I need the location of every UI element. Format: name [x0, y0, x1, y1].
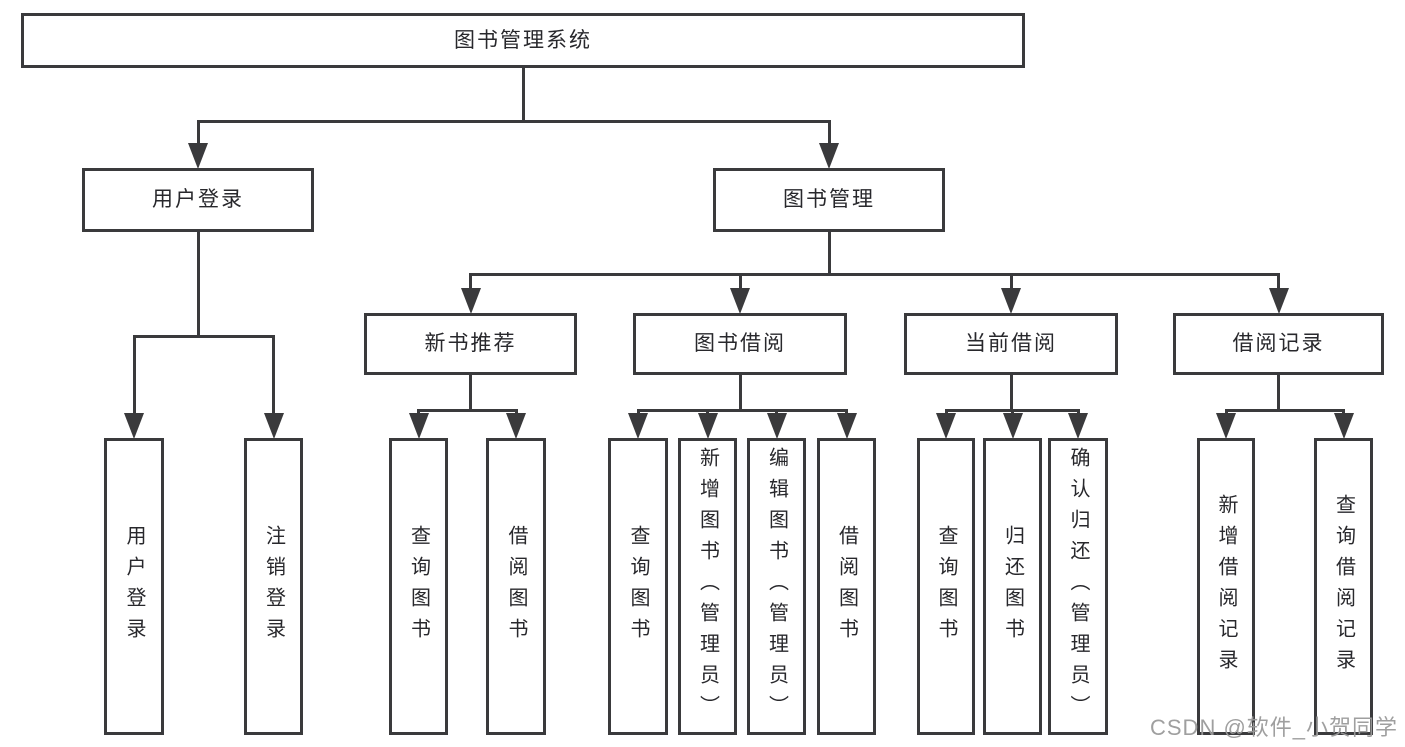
- arrow-down-icon-leaf-edit-book: [766, 413, 787, 439]
- node-borrow-record: 借阅记录: [1173, 313, 1384, 375]
- node-leaf-logout: 注销登录: [244, 438, 303, 735]
- connector-stub-leaf-query-2: [636, 409, 640, 416]
- node-label-user-login: 用户登录: [152, 188, 244, 212]
- arrow-down-icon-leaf-add-book: [697, 413, 718, 439]
- connector-stub-new-book: [469, 273, 472, 291]
- node-label-leaf-query-2: 查询图书: [627, 524, 649, 649]
- connector-stub-user-login: [196, 120, 200, 146]
- node-leaf-borrow-1: 借阅图书: [486, 438, 546, 735]
- node-label-leaf-logout: 注销登录: [262, 524, 285, 649]
- connector-drop-user-login: [196, 232, 200, 338]
- connector-stub-leaf-add-rec: [1224, 409, 1228, 416]
- connector-stub-leaf-login: [132, 335, 136, 416]
- arrow-down-icon-leaf-borrow-1: [506, 413, 526, 439]
- csdn-watermark: CSDN @软件_小贺同学: [1150, 715, 1399, 740]
- node-new-book: 新书推荐: [364, 313, 577, 375]
- connector-stub-current-borrow: [1009, 273, 1013, 291]
- node-label-leaf-borrow-2: 借阅图书: [835, 524, 858, 649]
- connector-bar-user-login: [132, 335, 275, 338]
- node-label-borrow-record: 借阅记录: [1232, 332, 1325, 356]
- arrow-down-icon-new-book: [460, 288, 481, 314]
- node-label-new-book: 新书推荐: [424, 332, 517, 356]
- connector-stub-leaf-query-rec: [1342, 409, 1345, 416]
- node-leaf-confirm: 确认归还（管理员）: [1048, 438, 1108, 735]
- connector-drop-root: [521, 68, 525, 123]
- arrow-down-icon-leaf-borrow-2: [836, 413, 857, 439]
- arrow-down-icon-borrow-record: [1268, 288, 1289, 314]
- node-label-leaf-return: 归还图书: [1001, 524, 1024, 649]
- connector-drop-new-book: [469, 375, 472, 412]
- node-leaf-edit-book: 编辑图书（管理员）: [747, 438, 806, 735]
- node-leaf-query-2: 查询图书: [608, 438, 668, 735]
- connector-drop-book-borrow: [738, 375, 742, 412]
- arrow-down-icon-leaf-add-rec: [1216, 413, 1236, 439]
- arrow-down-icon-book-mgmt: [819, 143, 839, 169]
- node-label-root: 图书管理系统: [454, 28, 592, 52]
- connector-stub-book-borrow: [738, 273, 742, 291]
- connector-stub-leaf-edit-book: [775, 409, 778, 416]
- arrow-down-icon-leaf-login: [124, 413, 144, 439]
- arrow-down-icon-leaf-query-1: [408, 413, 429, 439]
- node-label-leaf-borrow-1: 借阅图书: [505, 524, 527, 649]
- arrow-down-icon-leaf-query-rec: [1333, 413, 1354, 439]
- node-label-leaf-add-rec: 新增借阅记录: [1215, 493, 1237, 680]
- node-book-borrow: 图书借阅: [633, 313, 847, 375]
- connector-bar-borrow-record: [1224, 409, 1345, 412]
- node-label-current-borrow: 当前借阅: [965, 332, 1057, 356]
- connector-stub-leaf-query-3: [944, 409, 948, 416]
- connector-bar-new-book: [417, 409, 518, 412]
- node-current-borrow: 当前借阅: [904, 313, 1118, 375]
- connector-stub-leaf-borrow-2: [845, 409, 848, 416]
- node-user-login: 用户登录: [82, 168, 314, 232]
- connector-bar-book-mgmt: [469, 273, 1280, 276]
- node-leaf-add-rec: 新增借阅记录: [1197, 438, 1255, 735]
- connector-stub-leaf-return: [1011, 409, 1014, 416]
- node-label-leaf-add-book: 新增图书（管理员）: [696, 447, 719, 726]
- connector-stub-leaf-confirm: [1076, 409, 1080, 416]
- connector-drop-current-borrow: [1009, 375, 1013, 412]
- node-leaf-query-rec: 查询借阅记录: [1314, 438, 1373, 735]
- node-label-leaf-edit-book: 编辑图书（管理员）: [765, 447, 788, 726]
- node-label-leaf-query-rec: 查询借阅记录: [1332, 493, 1355, 680]
- connector-stub-leaf-add-book: [706, 409, 709, 416]
- connector-stub-leaf-borrow-1: [514, 409, 518, 416]
- connector-stub-borrow-record: [1277, 273, 1280, 291]
- node-label-leaf-login: 用户登录: [123, 524, 145, 649]
- connector-bar-root: [196, 120, 831, 123]
- arrow-down-icon-leaf-query-3: [936, 413, 956, 439]
- arrow-down-icon-leaf-query-2: [628, 413, 648, 439]
- connector-drop-borrow-record: [1277, 375, 1280, 412]
- node-leaf-login: 用户登录: [104, 438, 164, 735]
- node-label-leaf-confirm: 确认归还（管理员）: [1067, 447, 1089, 726]
- connector-stub-leaf-logout: [272, 335, 275, 416]
- node-leaf-query-3: 查询图书: [917, 438, 975, 735]
- arrow-down-icon-leaf-confirm: [1068, 413, 1088, 439]
- arrow-down-icon-current-borrow: [1001, 288, 1021, 314]
- connector-drop-book-mgmt: [827, 232, 831, 276]
- node-label-book-mgmt: 图书管理: [783, 188, 875, 212]
- arrow-down-icon-user-login: [188, 143, 208, 169]
- node-label-leaf-query-3: 查询图书: [935, 524, 957, 649]
- connector-stub-book-mgmt: [827, 120, 831, 146]
- node-root: 图书管理系统: [21, 13, 1025, 68]
- node-leaf-query-1: 查询图书: [389, 438, 448, 735]
- connector-bar-book-borrow: [636, 409, 848, 412]
- node-leaf-add-book: 新增图书（管理员）: [678, 438, 737, 735]
- node-leaf-borrow-2: 借阅图书: [817, 438, 876, 735]
- arrow-down-icon-leaf-logout: [263, 413, 284, 439]
- node-book-mgmt: 图书管理: [713, 168, 945, 232]
- node-label-book-borrow: 图书借阅: [694, 332, 786, 356]
- node-leaf-return: 归还图书: [983, 438, 1042, 735]
- arrow-down-icon-book-borrow: [730, 288, 750, 314]
- arrow-down-icon-leaf-return: [1002, 413, 1023, 439]
- node-label-leaf-query-1: 查询图书: [407, 524, 430, 649]
- connector-stub-leaf-query-1: [417, 409, 420, 416]
